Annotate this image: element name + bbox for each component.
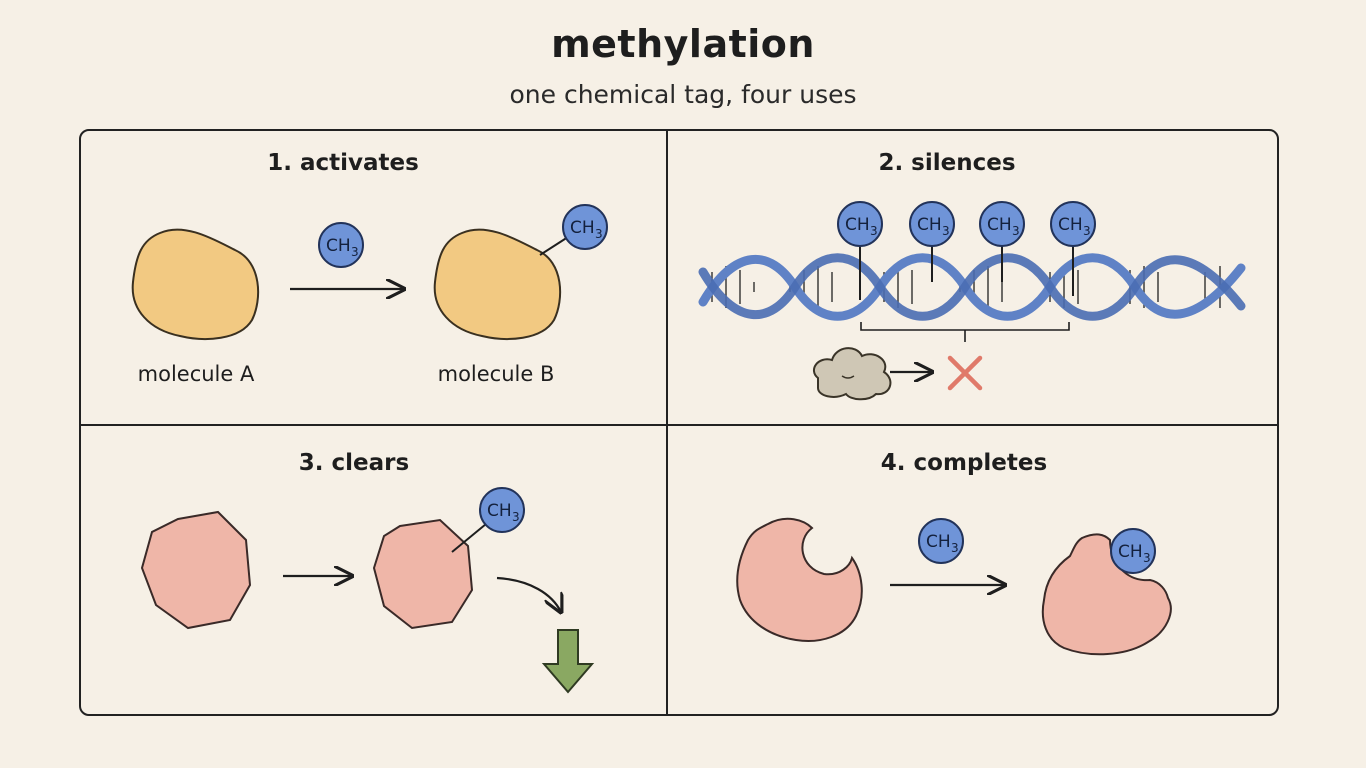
panel-1-title: 1. activates	[267, 150, 419, 176]
molecule-c-tagged	[372, 518, 474, 630]
panel-2-title: 2. silences	[878, 150, 1016, 176]
svg-text:CH: CH	[926, 532, 951, 552]
ch3-tag-bound-1: CH 3	[562, 204, 608, 250]
svg-text:CH: CH	[487, 501, 512, 521]
tag-bond-3	[451, 523, 487, 553]
svg-text:3: 3	[351, 245, 359, 259]
down-arrow-icon	[541, 629, 595, 694]
vertical-divider	[666, 130, 668, 716]
svg-text:CH: CH	[917, 215, 942, 235]
panel-4-title: 4. completes	[880, 450, 1048, 476]
tag-bond-1	[539, 236, 569, 256]
horizontal-divider	[80, 424, 1278, 426]
svg-text:3: 3	[870, 224, 878, 238]
dna-tag-stems	[859, 244, 1074, 300]
molecule-a-label: molecule A	[137, 362, 255, 386]
svg-text:CH: CH	[987, 215, 1012, 235]
molecule-b	[433, 228, 562, 340]
panel-grid-frame	[79, 129, 1279, 716]
svg-text:3: 3	[1083, 224, 1091, 238]
dna-double-helix	[698, 253, 1246, 321]
silenced-region-bracket	[860, 322, 1070, 342]
svg-text:3: 3	[942, 224, 950, 238]
svg-text:3: 3	[1012, 224, 1020, 238]
svg-text:3: 3	[1143, 551, 1151, 565]
blocked-protein	[813, 347, 892, 401]
svg-text:CH: CH	[1058, 215, 1083, 235]
svg-text:CH: CH	[1118, 542, 1143, 562]
molecule-c	[140, 510, 252, 630]
panel-3-title: 3. clears	[298, 450, 410, 476]
molecule-a	[131, 228, 260, 340]
diagram-title: methylation	[551, 22, 815, 66]
svg-text:3: 3	[951, 541, 959, 555]
molecule-b-label: molecule B	[437, 362, 555, 386]
diagram-subtitle: one chemical tag, four uses	[509, 80, 857, 109]
svg-text:3: 3	[595, 227, 603, 241]
svg-text:3: 3	[512, 510, 520, 524]
ch3-tag-free-1: CH 3	[318, 222, 364, 268]
svg-text:CH: CH	[845, 215, 870, 235]
molecule-d	[736, 517, 863, 642]
blocked-x-icon	[947, 355, 983, 391]
clearance-curve-arrow	[496, 576, 561, 612]
svg-text:CH: CH	[326, 236, 351, 256]
svg-text:CH: CH	[570, 218, 595, 238]
